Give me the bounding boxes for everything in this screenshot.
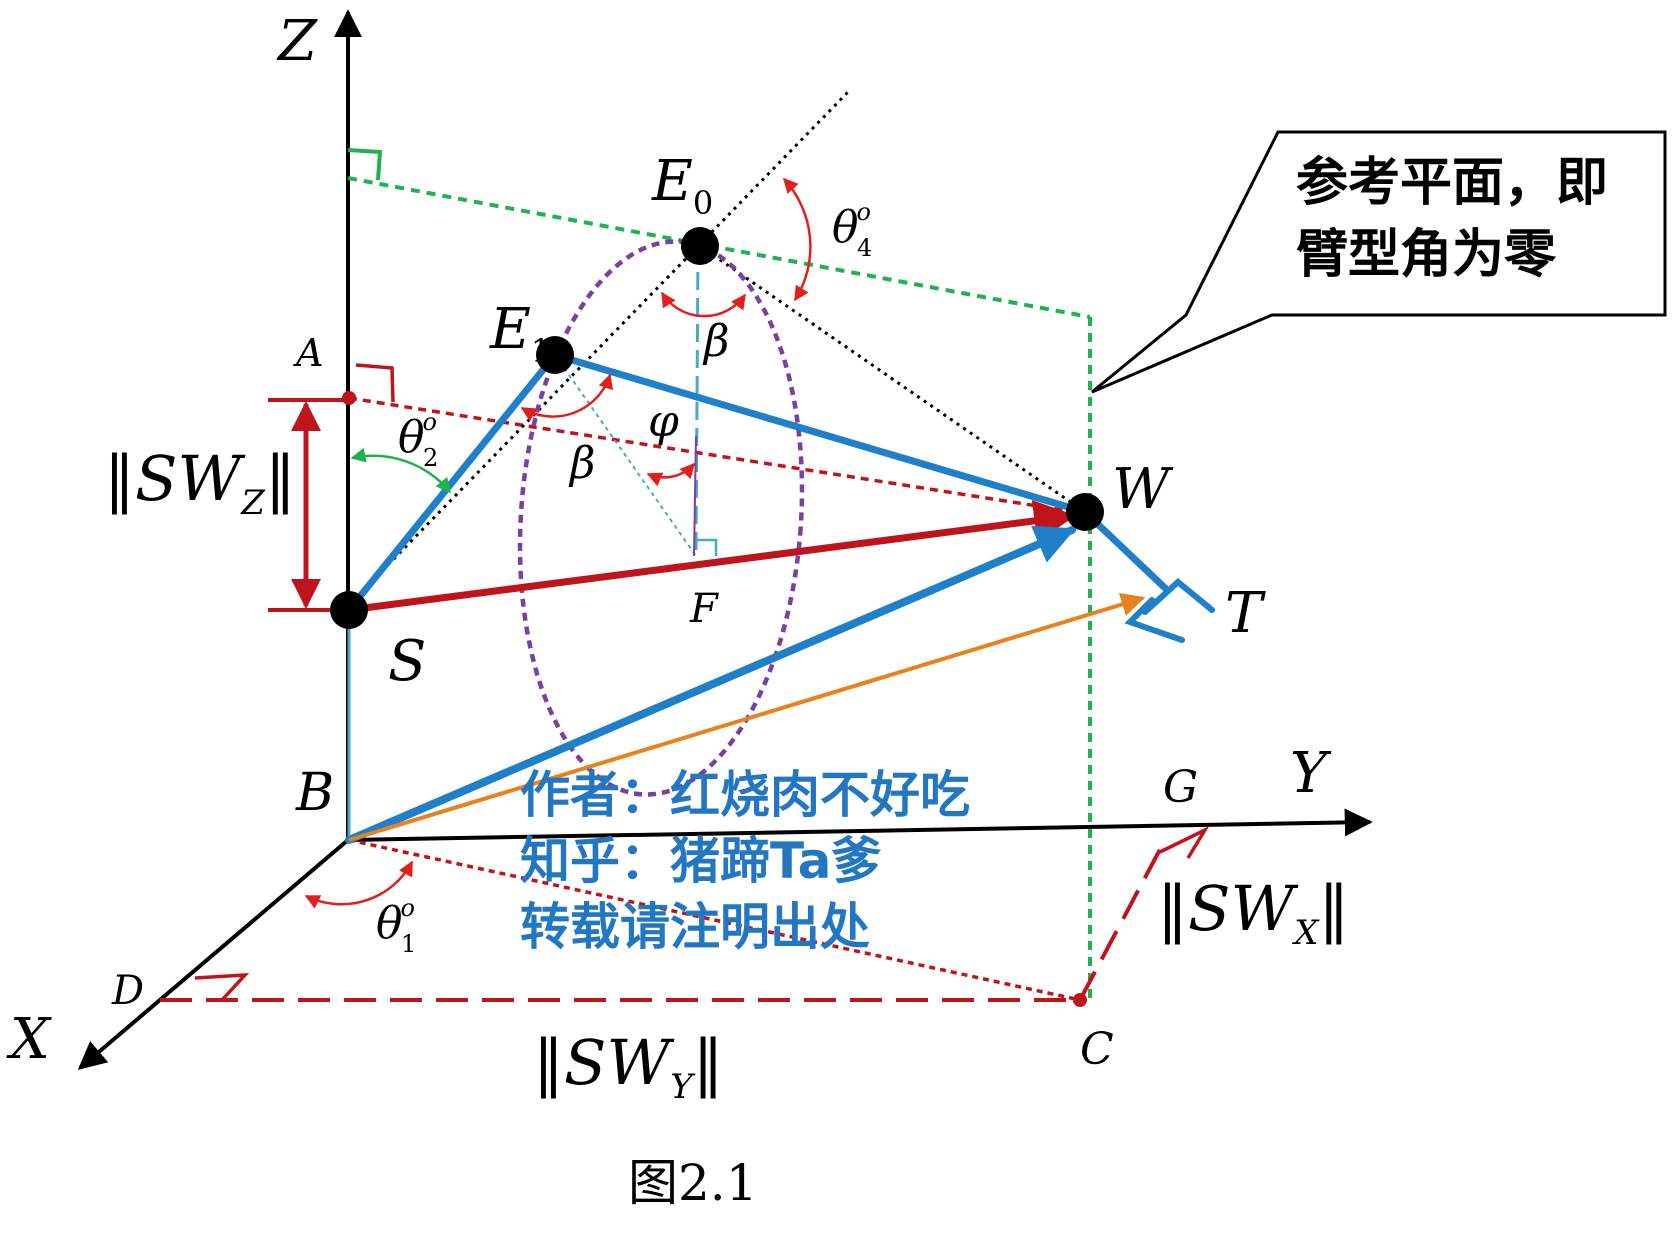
label-b: B xyxy=(295,763,334,823)
label-f: F xyxy=(689,586,719,632)
credit-line-3: 转载请注明出处 xyxy=(520,898,870,956)
vector-bt xyxy=(348,592,1146,842)
elbow-circle xyxy=(517,239,805,797)
reference-plane xyxy=(347,148,1092,1000)
projections xyxy=(160,363,1210,1002)
label-x: X xyxy=(6,1007,52,1072)
author-credit: 作者：红烧肉不好吃 知乎：猪蹄Ta爹 转载请注明出处 xyxy=(520,766,970,956)
label-t: T xyxy=(1225,581,1266,646)
label-e0: E0 xyxy=(651,149,713,222)
label-g: G xyxy=(1163,762,1198,813)
joint-e1 xyxy=(536,336,574,374)
norm-labels: ‖SWZ‖ ‖SWX‖ ‖SWY‖ xyxy=(104,442,1349,1107)
label-swz: ‖SWZ‖ xyxy=(104,442,296,523)
credit-line-1: 作者：红烧肉不好吃 xyxy=(520,766,970,824)
point-labels: Z Y X A B C D F G S W T E0 E1 xyxy=(6,9,1332,1075)
label-s: S xyxy=(388,629,426,694)
joint-e0 xyxy=(681,227,719,265)
label-c: C xyxy=(1080,1024,1114,1075)
label-z: Z xyxy=(276,9,318,74)
label-phi: φ xyxy=(648,396,679,447)
label-y: Y xyxy=(1290,741,1332,806)
label-beta-top: β xyxy=(702,316,729,367)
joint-w xyxy=(1066,493,1104,531)
callout-line-1: 参考平面，即 xyxy=(1296,152,1608,213)
dotted-lines xyxy=(347,90,1086,607)
figure-caption: 图2.1 xyxy=(628,1154,758,1212)
label-swx: ‖SWX‖ xyxy=(1157,872,1349,953)
label-swy: ‖SWY‖ xyxy=(533,1026,724,1107)
x-axis xyxy=(77,838,350,1070)
angle-arcs xyxy=(304,177,812,909)
label-beta-left: β xyxy=(568,438,595,489)
callout: 参考平面，即 臂型角为零 xyxy=(1091,130,1667,394)
callout-line-2: 臂型角为零 xyxy=(1296,224,1557,285)
label-d: D xyxy=(111,968,144,1014)
label-a: A xyxy=(293,331,323,375)
point-c xyxy=(1073,993,1087,1007)
vector-sw xyxy=(348,500,1077,614)
joint-s xyxy=(330,591,368,629)
label-w: W xyxy=(1112,457,1174,522)
construction-lines xyxy=(554,245,718,557)
joints xyxy=(330,227,1104,1007)
credit-line-2: 知乎：猪蹄Ta爹 xyxy=(520,832,881,890)
point-a xyxy=(342,391,356,405)
label-e1: E1 xyxy=(489,297,551,370)
y-axis xyxy=(347,808,1373,842)
